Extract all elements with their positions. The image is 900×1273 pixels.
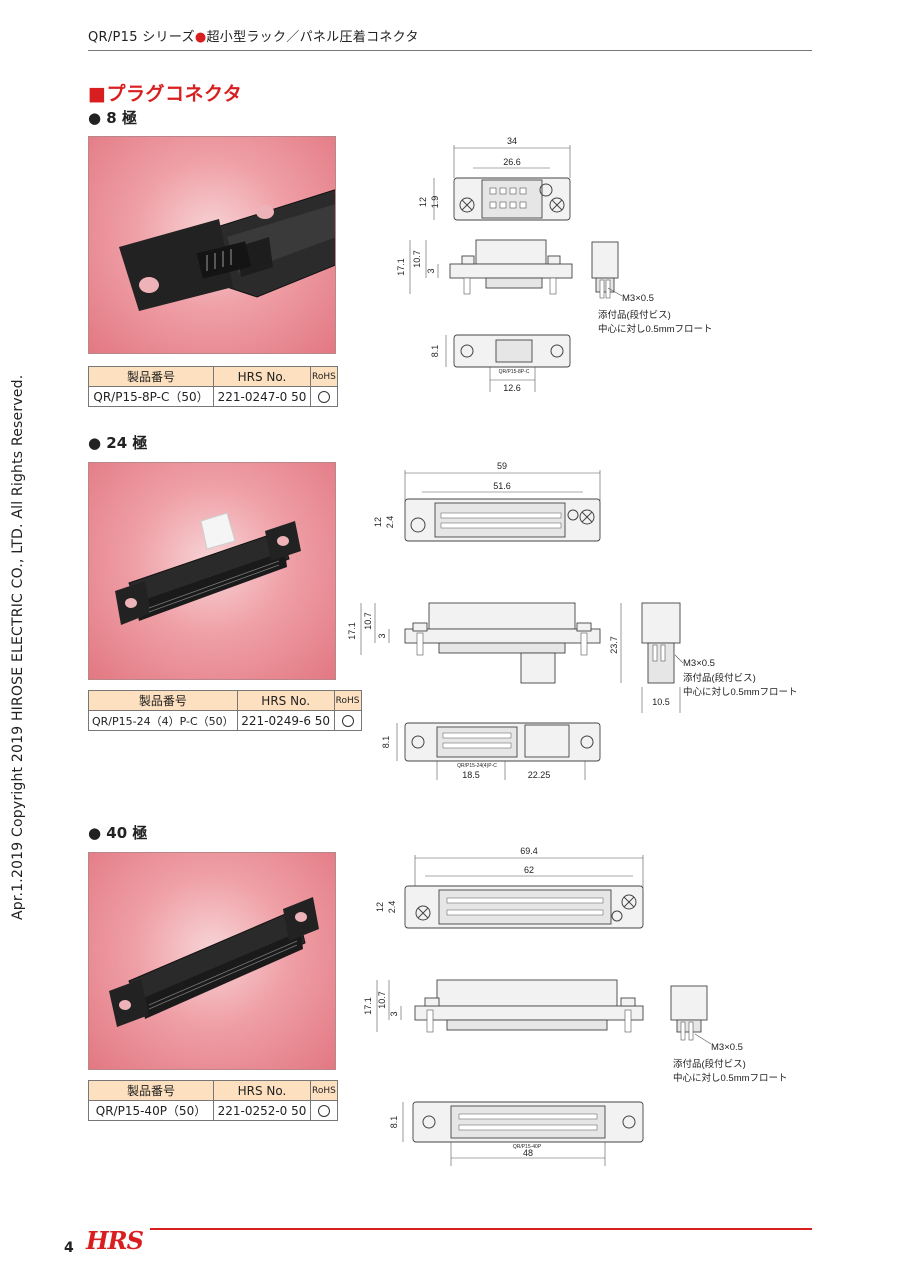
- note-float: 中心に対し0.5mmフロート: [683, 686, 798, 698]
- red-dot-icon: ●: [194, 30, 207, 45]
- drawing-40: 69.4 62 12 2.4 17.1 10.7 3 M3×0.5 添付品(段付…: [363, 846, 788, 1166]
- page-number: 4: [64, 1240, 74, 1256]
- rohs-compliant-icon: [333, 710, 362, 731]
- connector-marking: QR/P15-40P: [513, 1144, 542, 1150]
- page-header: QR/P15 シリーズ●超小型ラック／パネル圧着コネクタ: [88, 26, 419, 45]
- dim-width-18-5: 18.5: [462, 770, 480, 780]
- dim-height-17-1: 17.1: [396, 258, 406, 276]
- footer-rule: [150, 1228, 812, 1230]
- dim-inner-width: 51.6: [493, 481, 511, 491]
- dim-overall-width: 34: [507, 136, 517, 146]
- col-rohs: RoHS: [310, 366, 338, 387]
- table-row: QR/P15-8P-C（50）221-0247-0 50: [88, 386, 338, 407]
- dim-overall-width: 69.4: [520, 846, 538, 856]
- connector-photo-24-image: [115, 512, 301, 625]
- col-part-number: 製品番号: [88, 366, 214, 387]
- series-description: 超小型ラック／パネル圧着コネクタ: [206, 30, 419, 45]
- drawing-24: 59 51.6 12 2.4 17.1 10.7 3 23.7 10.5 M3×…: [347, 461, 798, 780]
- note-screw: M3×0.5: [622, 293, 654, 304]
- hrs-number: 221-0252-0 50: [213, 1100, 311, 1121]
- part-number: QR/P15-40P（50）: [88, 1100, 214, 1121]
- pole-label-24: ● 24 極: [88, 434, 148, 452]
- dim-width-10-5: 10.5: [652, 697, 670, 707]
- dim-height-8-1: 8.1: [430, 345, 440, 358]
- note-accessory: 添付品(段付ビス): [598, 309, 671, 321]
- connector-photo-8-image: [119, 189, 335, 311]
- col-part-number: 製品番号: [88, 1080, 214, 1101]
- dim-height-1-9: 1.9: [430, 196, 440, 209]
- note-screw: M3×0.5: [711, 1042, 743, 1053]
- dim-height-10-7: 10.7: [377, 991, 387, 1009]
- dim-width-48: 48: [523, 1148, 533, 1158]
- note-accessory: 添付品(段付ビス): [683, 672, 756, 684]
- rohs-compliant-icon: [310, 1100, 338, 1121]
- dim-height-10-7: 10.7: [412, 250, 422, 268]
- pole-label-40: ● 40 極: [88, 824, 148, 842]
- col-hrs-no: HRS No.: [213, 366, 311, 387]
- section-title: ■プラグコネクタ: [88, 83, 243, 105]
- dim-inner-width: 26.6: [503, 157, 521, 167]
- dim-height-12: 12: [375, 902, 385, 912]
- dim-width-22-25: 22.25: [528, 770, 551, 780]
- dim-width-12-6: 12.6: [503, 383, 521, 393]
- header-rule: [88, 50, 812, 51]
- note-accessory: 添付品(段付ビス): [673, 1058, 746, 1070]
- col-rohs: RoHS: [310, 1080, 338, 1101]
- drawing-8: 34 26.6 12 1.9 17.1 10.7 3 M3×0.5 添付品(段付…: [396, 136, 713, 393]
- hrs-number: 221-0249-6 50: [236, 710, 335, 731]
- rohs-compliant-icon: [310, 386, 338, 407]
- product-photo-24: [88, 462, 336, 680]
- table-row: QR/P15-40P（50）221-0252-0 50: [88, 1100, 338, 1121]
- side-copyright: Apr.1.2019 Copyright 2019 HIROSE ELECTRI…: [10, 374, 26, 920]
- dim-height-10-7: 10.7: [363, 612, 373, 630]
- dim-height-3: 3: [426, 268, 436, 273]
- dim-height-2-4: 2.4: [385, 516, 395, 529]
- dim-inner-width: 62: [524, 865, 534, 875]
- dim-height-23-7: 23.7: [609, 636, 619, 654]
- dim-height-3: 3: [389, 1011, 399, 1016]
- table-row: QR/P15-24（4）P-C（50）221-0249-6 50: [88, 710, 362, 731]
- col-hrs-no: HRS No.: [236, 690, 335, 711]
- part-number: QR/P15-8P-C（50）: [88, 386, 214, 407]
- dim-height-17-1: 17.1: [347, 622, 357, 640]
- pole-label-8: ● 8 極: [88, 109, 137, 127]
- dim-height-3: 3: [377, 633, 387, 638]
- note-screw: M3×0.5: [683, 658, 715, 669]
- connector-marking: QR/P15-8P-C: [499, 369, 530, 375]
- dim-height-8-1: 8.1: [381, 736, 391, 749]
- note-float: 中心に対し0.5mmフロート: [673, 1072, 788, 1084]
- dim-height-12: 12: [373, 517, 383, 527]
- connector-marking: QR/P15-24(4)P-C: [457, 763, 497, 769]
- dim-height-8-1: 8.1: [389, 1116, 399, 1129]
- col-part-number: 製品番号: [88, 690, 238, 711]
- product-photo-8: [88, 136, 336, 354]
- dim-height-12: 12: [418, 197, 428, 207]
- part-number: QR/P15-24（4）P-C（50）: [88, 710, 238, 731]
- note-float: 中心に対し0.5mmフロート: [598, 323, 713, 335]
- dim-height-2-4: 2.4: [387, 901, 397, 914]
- col-hrs-no: HRS No.: [213, 1080, 311, 1101]
- dim-overall-width: 59: [497, 461, 507, 471]
- hrs-number: 221-0247-0 50: [213, 386, 311, 407]
- series-name: QR/P15 シリーズ: [88, 30, 195, 45]
- dim-height-17-1: 17.1: [363, 997, 373, 1015]
- connector-photo-40-image: [109, 897, 319, 1027]
- col-rohs: RoHS: [333, 690, 362, 711]
- product-photo-40: [88, 852, 336, 1070]
- hrs-logo: HRS: [86, 1226, 144, 1255]
